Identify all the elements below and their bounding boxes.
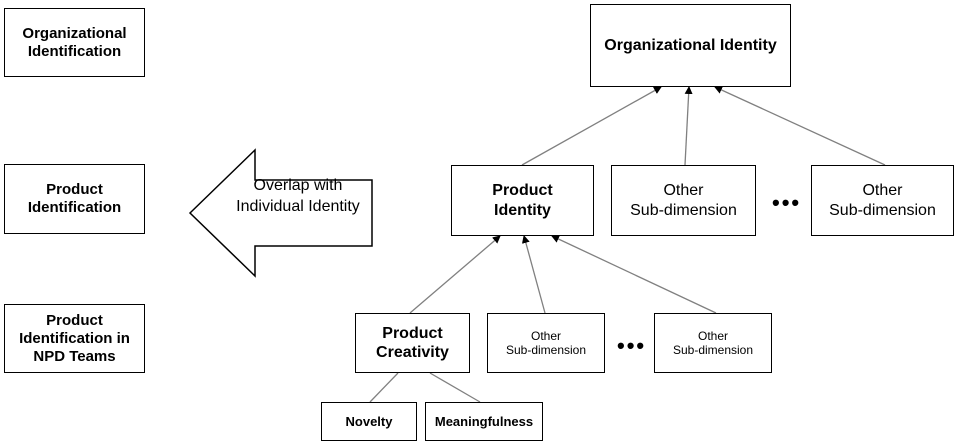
overlap-arrow-label: Overlap with Individual Identity xyxy=(236,177,360,215)
edge-product-identity-to-org xyxy=(521,86,662,166)
node-product-identity: Product Identity xyxy=(451,165,594,236)
edge-other-4-to-product xyxy=(551,235,717,314)
overlap-arrow-shape xyxy=(188,148,373,278)
node-other-sub-dimension-4: Other Sub-dimension xyxy=(654,313,772,373)
level-organizational-identification: Organizational Identification xyxy=(4,8,145,77)
node-other-sub-dimension-1: Other Sub-dimension xyxy=(611,165,756,236)
node-organizational-identity: Organizational Identity xyxy=(590,4,791,87)
node-novelty: Novelty xyxy=(321,402,417,441)
node-other-sub-dimension-3: Other Sub-dimension xyxy=(487,313,605,373)
edge-other-1-to-org xyxy=(684,86,693,166)
edge-meaningfulness xyxy=(429,372,481,403)
level-product-identification: Product Identification xyxy=(4,164,145,234)
node-other-sub-dimension-2: Other Sub-dimension xyxy=(811,165,954,236)
node-product-creativity: Product Creativity xyxy=(355,313,470,373)
edge-creativity-to-product xyxy=(409,235,501,314)
edge-other-2-to-org xyxy=(714,86,886,166)
edge-other-3-to-product xyxy=(521,235,546,314)
level-npd-teams: Product Identification in NPD Teams xyxy=(4,304,145,373)
ellipsis-bottom: ••• xyxy=(617,333,647,358)
edge-novelty xyxy=(369,372,399,403)
node-meaningfulness: Meaningfulness xyxy=(425,402,543,441)
ellipsis-middle: ••• xyxy=(772,190,802,215)
